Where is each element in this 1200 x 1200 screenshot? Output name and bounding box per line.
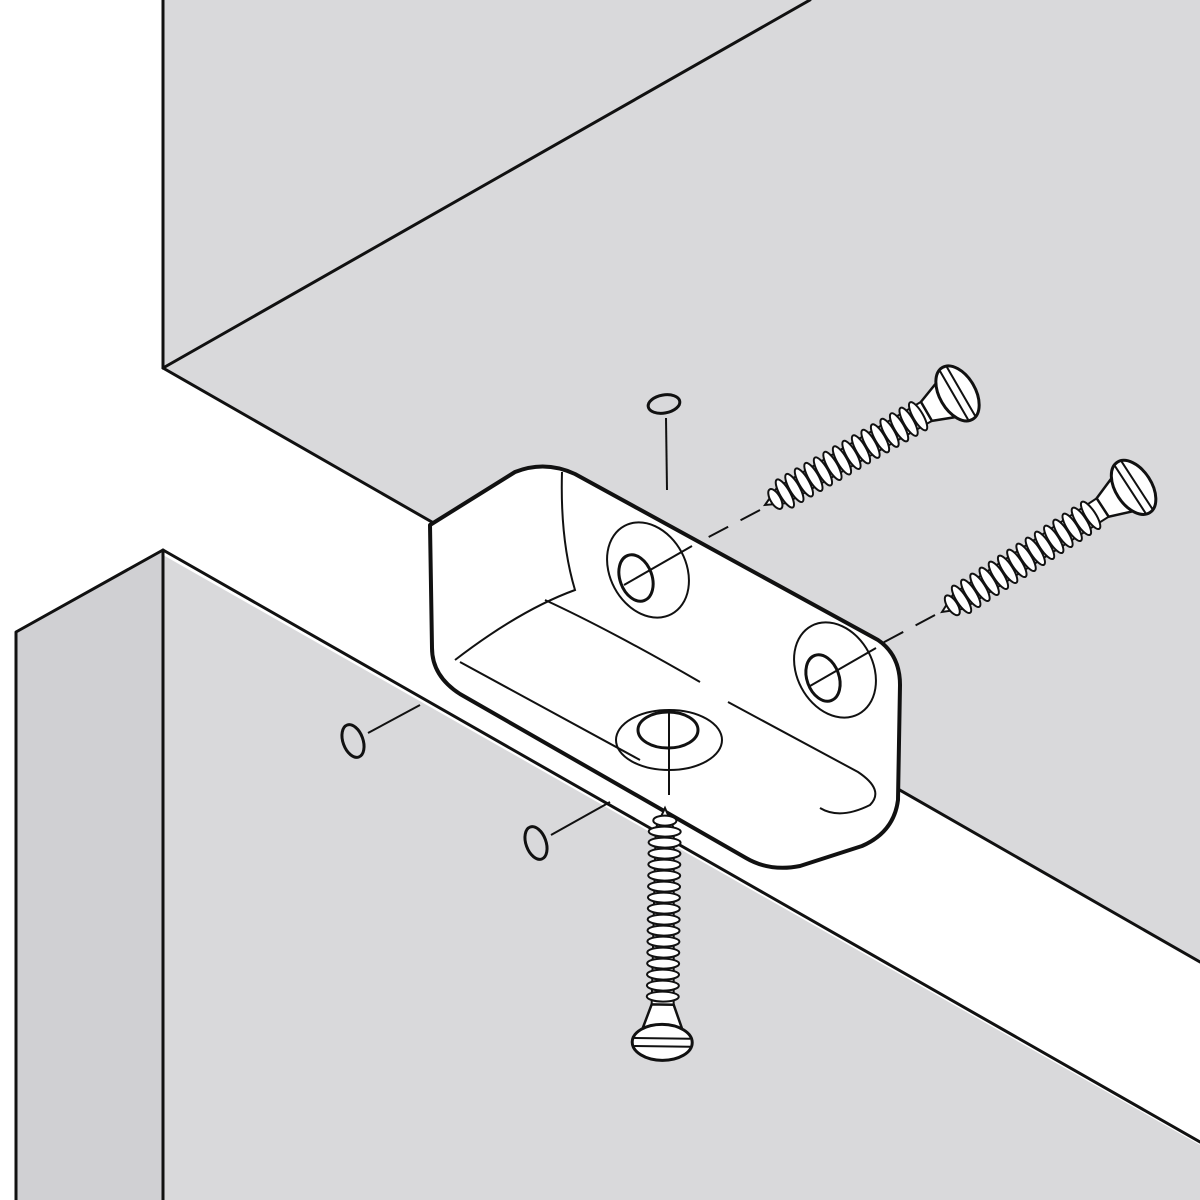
- screw-thread: [652, 814, 678, 827]
- screw-thread: [1006, 548, 1028, 579]
- screw-thread: [950, 584, 973, 614]
- screw-head: [934, 364, 981, 423]
- screw-thread: [943, 594, 961, 617]
- screw-thread: [647, 858, 682, 871]
- screw-thread: [647, 847, 682, 860]
- screw-thread: [1015, 542, 1037, 573]
- screw-thread: [646, 913, 681, 926]
- screws: [630, 364, 1158, 1062]
- screw-thread: [907, 401, 929, 432]
- screw-slot: [939, 366, 976, 421]
- screw-thread: [1033, 530, 1056, 561]
- drill-hole-bottom: [523, 825, 549, 861]
- lower-panel: [14, 548, 1200, 1200]
- screw-thread: [774, 478, 795, 509]
- connector-bracket: [428, 464, 902, 870]
- screw-right: [939, 458, 1158, 617]
- screw-thread: [646, 924, 681, 937]
- screw-slot: [634, 1037, 691, 1048]
- screw-thread: [646, 891, 681, 904]
- screw-head: [630, 1022, 694, 1062]
- screw-thread: [647, 836, 682, 849]
- screw-thread: [645, 979, 680, 992]
- screw-thread: [1043, 524, 1065, 555]
- screw-thread: [1079, 500, 1102, 531]
- screw-thread: [646, 935, 681, 948]
- screw-bottom: [630, 805, 694, 1062]
- screw-upper: [762, 364, 981, 510]
- screw-thread: [647, 825, 682, 838]
- screw-thread: [987, 560, 1010, 590]
- screw-thread: [647, 880, 682, 893]
- screw-thread: [646, 968, 681, 981]
- screw-thread: [646, 902, 681, 915]
- screw-thread: [645, 990, 680, 1003]
- drill-hole-left: [340, 723, 366, 759]
- screw-head: [1109, 458, 1158, 516]
- screw-thread: [647, 869, 682, 882]
- screw-thread: [646, 957, 681, 970]
- screw-thread: [1024, 536, 1046, 567]
- screw-slot: [1114, 461, 1154, 514]
- drill-hole-top: [646, 393, 682, 415]
- screw-thread: [646, 946, 681, 959]
